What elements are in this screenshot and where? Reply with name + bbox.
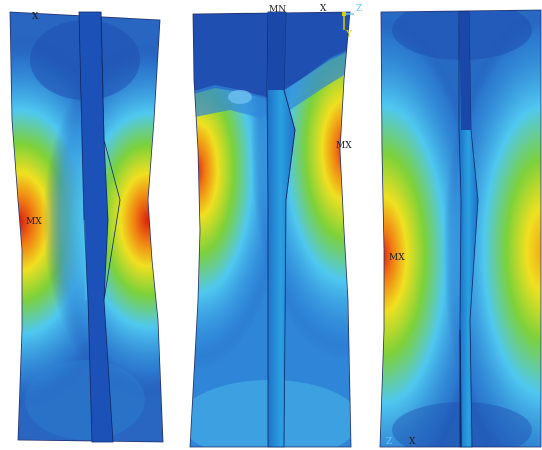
center-triad-x-label: X: [320, 4, 327, 14]
triad-origin: [342, 12, 346, 16]
right-view: [379, 9, 542, 448]
center-triad-y-label: Y: [346, 30, 352, 40]
right-triad-z-label: Z: [386, 437, 393, 447]
center-min-marker: MN: [269, 5, 287, 15]
left-triad-x-label: X: [32, 12, 39, 22]
center-triad-z-label: Z: [356, 4, 363, 14]
right-triad-x-label: X: [409, 437, 416, 447]
center-max-marker: MX: [336, 141, 352, 151]
left-view: [9, 11, 164, 443]
right-max-marker: MX: [389, 253, 405, 263]
left-max-marker: MX: [26, 217, 42, 227]
center-view: [189, 11, 354, 448]
